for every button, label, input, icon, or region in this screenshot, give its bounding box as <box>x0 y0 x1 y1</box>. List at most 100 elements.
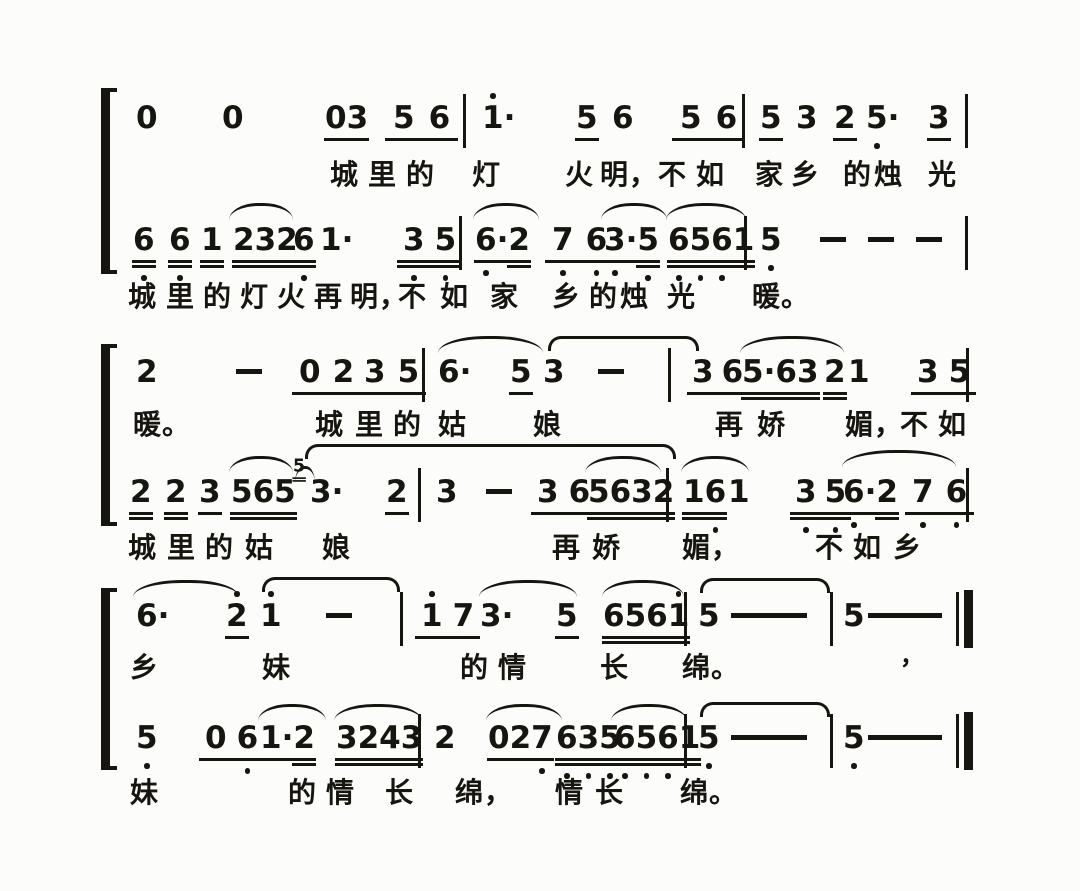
lyric-syllable: 光 <box>928 158 958 191</box>
note-digit: 6 <box>656 720 680 779</box>
beam-underline <box>636 260 660 263</box>
beam-underline <box>399 758 424 761</box>
beam-underline <box>390 392 427 395</box>
bracket-arm <box>101 270 117 274</box>
note-digit: 2 <box>823 354 847 400</box>
note-token: 1 <box>848 354 870 390</box>
barline <box>966 468 969 522</box>
lyric-syllable: 火 <box>565 158 595 191</box>
augmentation-dot: · <box>762 354 777 400</box>
tie-slur <box>548 336 699 351</box>
beam-underline <box>630 512 654 515</box>
note-digit: 7 <box>530 720 554 774</box>
note-digit: 5 <box>428 222 463 281</box>
digit-glyph: 5 <box>824 474 847 510</box>
beam-underline <box>335 763 359 766</box>
octave-dot-below <box>768 265 774 271</box>
note-token: 5 <box>136 720 158 769</box>
octave-dot-below <box>645 275 651 281</box>
duration-dash <box>326 613 352 618</box>
tie-slur <box>262 577 400 592</box>
lyric-syllable: 家 <box>490 280 520 313</box>
lyric-syllable: 情 <box>555 776 585 809</box>
octave-dot-below <box>920 522 926 528</box>
beam-underline <box>630 517 654 520</box>
digit-glyph: 6 <box>133 222 155 258</box>
digit-glyph: 5 <box>843 598 865 634</box>
lyric-syllable: 里 <box>166 280 196 313</box>
lyric-syllable: 如 <box>938 408 968 441</box>
beam-underline <box>667 265 691 268</box>
beam-underline <box>555 758 579 761</box>
beam-underline <box>672 138 710 141</box>
digit-glyph: 6 <box>614 720 636 756</box>
note-token: 5 <box>698 720 720 769</box>
beam-underline <box>562 512 597 515</box>
note-digit: 6 <box>292 222 316 281</box>
note-digit: 2 <box>225 591 249 639</box>
note-digit: 5 <box>843 720 865 769</box>
tie-slur <box>700 702 830 717</box>
beam-underline <box>168 265 192 268</box>
note-digit: 2 <box>434 720 456 756</box>
breath-mark: ， <box>900 641 924 670</box>
note-digit: 6 <box>842 474 866 528</box>
lyric-syllable: 烛 <box>874 158 904 191</box>
lyric-syllable: 媚， <box>682 531 741 564</box>
barline <box>400 592 403 646</box>
digit-glyph: 7 <box>452 598 475 634</box>
octave-dot-below <box>244 768 251 774</box>
beam-underline <box>335 758 359 761</box>
digit-glyph: · <box>496 222 509 258</box>
final-barline <box>956 592 959 646</box>
digit-glyph: 0 <box>299 354 321 390</box>
system-bracket <box>101 88 110 274</box>
beam-underline <box>507 265 531 268</box>
digit-glyph: 2 <box>332 354 355 390</box>
note-digit: 6 <box>420 100 459 141</box>
note-digit: 5 <box>819 474 852 533</box>
barline <box>684 714 687 768</box>
octave-dot-below <box>144 763 150 769</box>
octave-dot-above <box>268 591 274 597</box>
beam-underline <box>129 512 153 515</box>
beam-underline <box>624 260 639 263</box>
digit-glyph: 5 <box>274 474 296 510</box>
note-token: 2 <box>129 474 153 520</box>
beam-underline <box>759 138 783 141</box>
octave-dot-below <box>177 275 183 281</box>
note-digit: 7 <box>545 222 581 276</box>
digit-glyph: 6 <box>568 474 591 510</box>
note-digit: 5 <box>672 100 710 141</box>
note-digit: 5 <box>623 598 648 644</box>
beam-underline <box>509 392 533 395</box>
note-digit: 0 <box>222 100 244 136</box>
augmentation-dot: · <box>504 100 516 136</box>
barline <box>742 94 745 148</box>
digit-glyph: 6 <box>252 474 275 510</box>
beam-underline <box>710 260 734 263</box>
slur <box>334 704 422 721</box>
beam-underline <box>623 641 648 644</box>
slur <box>601 203 667 220</box>
beam-underline <box>819 512 852 515</box>
beam-underline <box>230 758 265 761</box>
digit-glyph: · <box>341 222 354 258</box>
digit-glyph: 5 <box>760 100 782 136</box>
beam-underline <box>790 517 822 520</box>
note-digit: 5 <box>587 474 611 520</box>
note-digit: 6 <box>438 354 460 390</box>
digit-glyph: 1 <box>421 598 443 634</box>
note-token: 2 <box>164 474 188 520</box>
lyric-syllable: 姑 <box>245 531 275 564</box>
beam-underline <box>474 260 498 263</box>
barline <box>668 348 671 402</box>
note-token: 6· <box>136 598 169 634</box>
